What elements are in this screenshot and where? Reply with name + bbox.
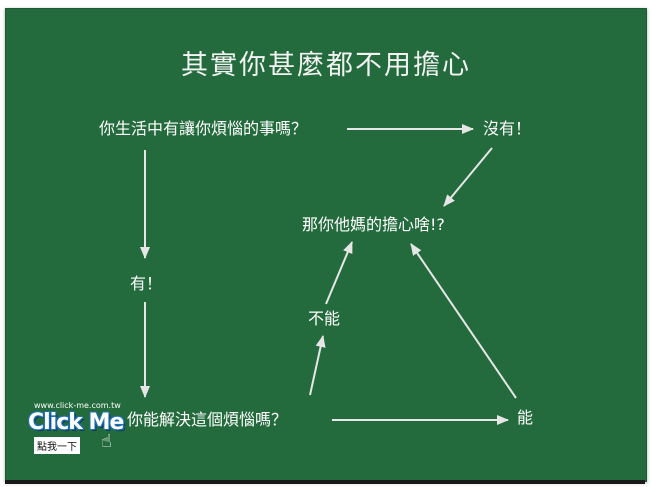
node-question-1: 你生活中有讓你煩惱的事嗎？ xyxy=(99,119,308,138)
pointer-hand-icon: ☝ xyxy=(101,431,112,452)
click-me-badge[interactable]: www.click-me.com.tw Click Me 點我一下 ☝ xyxy=(24,401,128,454)
node-question-2: 你能解決這個煩惱嗎？ xyxy=(127,410,288,429)
arrow-can-to-result xyxy=(410,243,517,399)
arrow-question2-to-cannot xyxy=(309,335,326,396)
arrow-no-to-result xyxy=(443,147,493,207)
node-yes: 有！ xyxy=(130,274,163,293)
node-no: 沒有！ xyxy=(483,119,532,138)
badge-url: www.click-me.com.tw xyxy=(32,401,123,410)
badge-logo-text: Click Me xyxy=(28,410,124,435)
node-result: 那你他媽的擔心啥!? xyxy=(302,215,445,234)
badge-subtext: 點我一下 xyxy=(34,437,80,454)
node-can: 能 xyxy=(517,408,534,427)
arrow-cannot-to-result xyxy=(325,241,353,305)
node-cannot: 不能 xyxy=(308,309,341,328)
diagram-title: 其實你甚麼都不用擔心 xyxy=(181,50,471,81)
board-bottom-edge xyxy=(5,480,645,484)
